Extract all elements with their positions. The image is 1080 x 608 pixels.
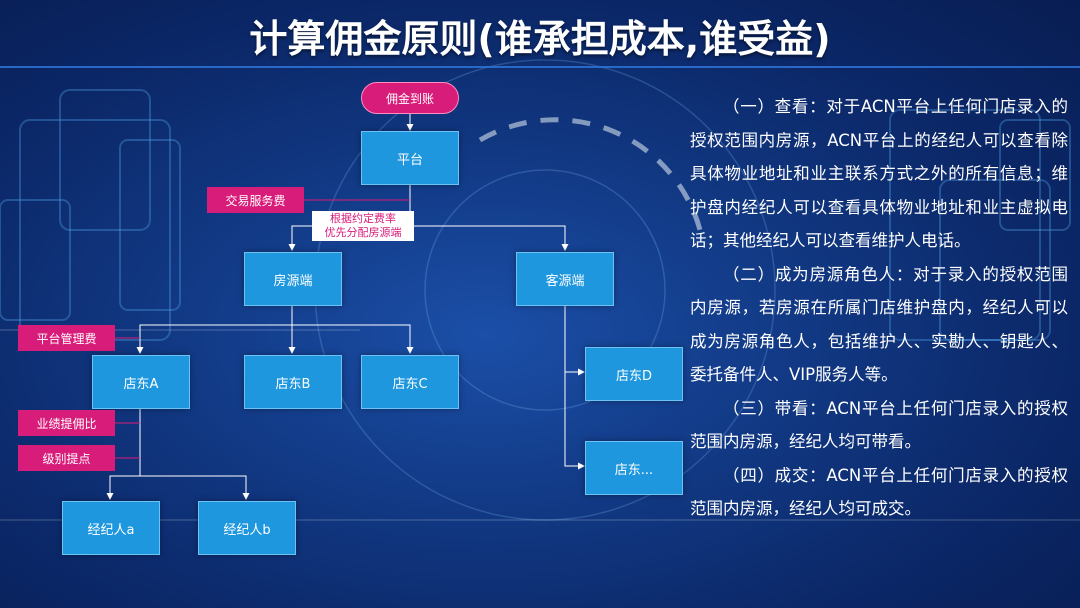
store-owner-a-node: 店东A	[92, 355, 190, 409]
allocation-note: 根据约定费率 优先分配房源端	[312, 211, 414, 241]
page-title: 计算佣金原则(谁承担成本,谁受益)	[249, 17, 831, 61]
title-divider	[0, 66, 1080, 68]
rule-paragraph-deal: （四）成交：ACN平台上任何门店录入的授权范围内房源，经纪人均可成交。	[690, 465, 1068, 519]
platform-mgmt-fee-tag: 平台管理费	[18, 325, 115, 351]
note-line-2: 优先分配房源端	[324, 226, 402, 239]
store-owner-c-node: 店东C	[361, 355, 459, 409]
store-owner-d-node: 店东D	[585, 347, 683, 401]
note-line-1: 根据约定费率	[330, 212, 396, 225]
rules-text-panel: （一）查看：对于ACN平台上任何门店录入的授权范围内房源，ACN平台上的经纪人可…	[690, 90, 1068, 526]
performance-ratio-tag: 业绩提佣比	[18, 410, 115, 436]
level-bonus-tag: 级别提点	[18, 445, 115, 471]
store-owner-b-node: 店东B	[244, 355, 342, 409]
commission-received-pill: 佣金到账	[361, 82, 459, 114]
diagram-connectors	[106, 124, 585, 500]
agent-b-node: 经纪人b	[198, 501, 296, 555]
listing-side-node: 房源端	[244, 252, 342, 306]
store-owner-more-node: 店东...	[585, 441, 683, 495]
rule-paragraph-role: （二）成为房源角色人：对于录入的授权范围内房源，若房源在所属门店维护盘内，经纪人…	[690, 264, 1068, 385]
client-side-node: 客源端	[516, 252, 614, 306]
transaction-fee-tag: 交易服务费	[207, 187, 304, 213]
rule-paragraph-view: （一）查看：对于ACN平台上任何门店录入的授权范围内房源，ACN平台上的经纪人可…	[690, 97, 1068, 250]
rule-paragraph-showing: （三）带看：ACN平台上任何门店录入的授权范围内房源，经纪人均可带看。	[690, 398, 1068, 452]
agent-a-node: 经纪人a	[62, 501, 160, 555]
platform-node: 平台	[361, 131, 459, 185]
